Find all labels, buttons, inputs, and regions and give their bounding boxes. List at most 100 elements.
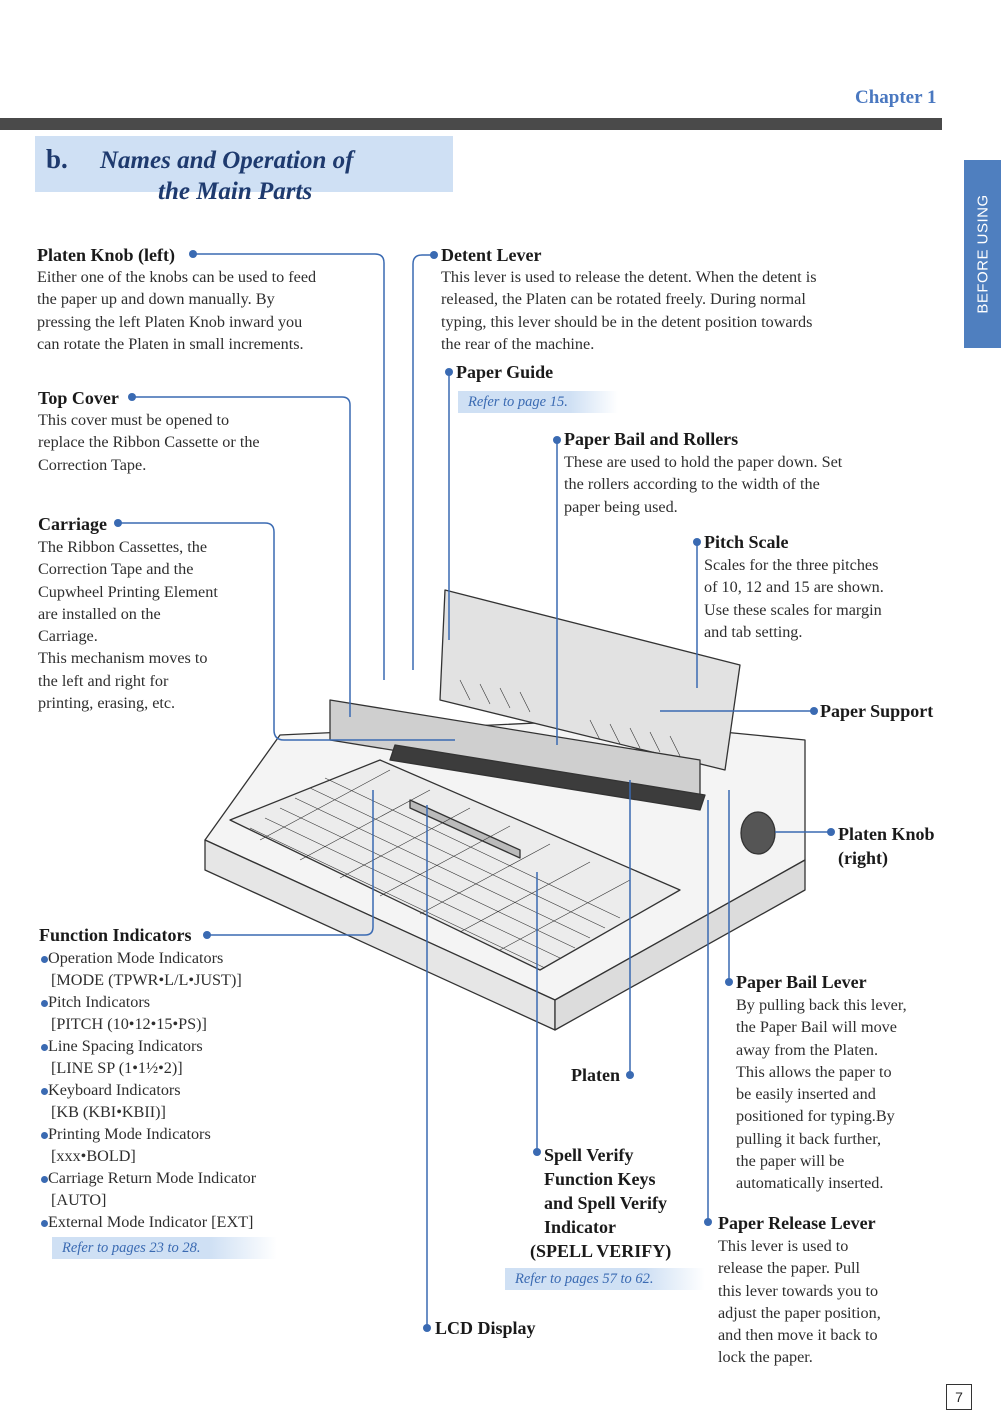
text-line: This cover must be opened to: [38, 411, 230, 429]
list-item: [xxx•BOLD]: [51, 1147, 136, 1165]
platen-knob-left-text: Either one of the knobs can be used to f…: [37, 266, 377, 355]
bullet-icon: [41, 1087, 48, 1095]
text-line: Cupwheel Printing Element: [38, 582, 218, 601]
text-line: Correction Tape.: [38, 455, 147, 474]
top-cover-text: This cover must be opened to replace the…: [38, 409, 338, 476]
list-item: [AUTO]: [51, 1191, 107, 1209]
text-line: be easily inserted and: [736, 1085, 876, 1104]
function-indicators-list: Operation Mode Indicators [MODE (TPWR•L/…: [41, 947, 256, 1233]
list-item: Keyboard Indicators: [41, 1079, 256, 1101]
paper-guide-ref: Refer to page 15.: [458, 391, 618, 413]
platen-title: Platen: [571, 1065, 620, 1085]
top-cover-title: Top Cover: [38, 388, 119, 408]
function-indicators-ref: Refer to pages 23 to 28.: [52, 1237, 277, 1259]
text-line: released, the Platen can be rotated free…: [441, 290, 806, 309]
text-line: Spell Verify: [544, 1145, 634, 1165]
text-line: Correction Tape and the: [38, 560, 194, 579]
list-item: Pitch Indicators: [41, 991, 256, 1013]
bullet-icon: [41, 1131, 48, 1139]
text-line: the paper will be: [736, 1152, 845, 1171]
paper-bail-lever-title: Paper Bail Lever: [736, 972, 867, 992]
text-line: and tab setting.: [704, 622, 803, 641]
function-indicators-title: Function Indicators: [39, 925, 192, 945]
text-line: This allows the paper to: [736, 1062, 892, 1081]
text-line: pulling it back further,: [736, 1129, 881, 1148]
detent-lever-title: Detent Lever: [441, 245, 542, 265]
text-line: Either one of the knobs can be used to f…: [37, 268, 317, 286]
carriage-text: The Ribbon Cassettes, the Correction Tap…: [38, 536, 268, 714]
text-line: printing, erasing, etc.: [38, 694, 176, 713]
pitch-scale-title: Pitch Scale: [704, 532, 789, 552]
platen-knob-icon: [740, 811, 776, 855]
section-heading-box: [35, 136, 453, 192]
list-item: [PITCH (10•12•15•PS)]: [51, 1015, 207, 1033]
text-line: of 10, 12 and 15 are shown.: [704, 578, 884, 597]
platen-knob-right-subtitle: (right): [838, 848, 888, 868]
text-line: typing, this lever should be in the dete…: [441, 312, 813, 331]
carriage-title: Carriage: [38, 514, 107, 534]
paper-guide-title: Paper Guide: [456, 362, 554, 382]
bullet-icon: [41, 1175, 48, 1183]
section-title-line2: the Main Parts: [158, 178, 313, 205]
list-item: Operation Mode Indicators: [41, 947, 256, 969]
text-line: This lever is used to release the detent…: [441, 268, 817, 286]
leader-carriage: [118, 522, 455, 741]
chapter-label: Chapter 1: [855, 87, 937, 108]
paper-bail-title: Paper Bail and Rollers: [564, 429, 739, 449]
keyboard-icon: [229, 759, 681, 971]
leader-function-indicators: [205, 790, 374, 936]
leader-platen-knob-left: [193, 253, 385, 680]
top-cover-icon: [439, 589, 741, 771]
text-line: These are used to hold the paper down. S…: [564, 453, 843, 471]
leader-detent-lever: [412, 254, 432, 670]
header-rule: [0, 118, 942, 130]
platen-icon: [389, 744, 706, 811]
text-line: this lever towards you to: [718, 1281, 879, 1300]
text-line: This lever is used to: [718, 1237, 849, 1255]
text-line: The Ribbon Cassettes, the: [38, 538, 208, 556]
paper-support-title: Paper Support: [820, 701, 934, 721]
spell-verify-ref: Refer to pages 57 to 62.: [505, 1268, 705, 1290]
spell-verify-title: Spell Verify Function Keys and Spell Ver…: [530, 1143, 671, 1263]
list-item: [MODE (TPWR•L/L•JUST)]: [51, 971, 242, 989]
side-tab: BEFORE USING: [964, 160, 1001, 348]
text-line: and Spell Verify: [544, 1193, 668, 1213]
text-line: Function Keys: [544, 1169, 656, 1189]
text-line: This mechanism moves to: [38, 649, 208, 668]
text-line: the rollers according to the width of th…: [564, 475, 820, 494]
text-line: Indicator: [544, 1217, 616, 1237]
text-line: positioned for typing.By: [736, 1107, 895, 1126]
lcd-display-title: LCD Display: [435, 1318, 536, 1338]
text-line: the paper up and down manually. By: [37, 290, 275, 309]
text-line: are installed on the: [38, 604, 161, 623]
text-line: and then move it back to: [718, 1326, 878, 1345]
bullet-icon: [41, 1219, 48, 1227]
text-line: the rear of the machine.: [441, 334, 595, 353]
text-line: (SPELL VERIFY): [530, 1241, 672, 1261]
text-line: can rotate the Platen in small increment…: [37, 334, 304, 353]
platen-knob-left-title: Platen Knob (left): [37, 245, 175, 265]
section-letter: b.: [46, 144, 68, 174]
text-line: pressing the left Platen Knob inward you: [37, 312, 303, 331]
text-line: the left and right for: [38, 671, 169, 690]
text-line: away from the Platen.: [736, 1040, 879, 1059]
paper-release-lever-title: Paper Release Lever: [718, 1213, 876, 1233]
paper-release-lever-text: This lever is used to release the paper.…: [718, 1235, 938, 1369]
pitch-scale-text: Scales for the three pitches of 10, 12 a…: [704, 554, 944, 643]
bullet-icon: [41, 999, 48, 1007]
list-item: [KB (KBI•KBII)]: [51, 1103, 166, 1121]
text-line: replace the Ribbon Cassette or the: [38, 433, 260, 452]
page-number: 7: [946, 1384, 972, 1410]
text-line: release the paper. Pull: [718, 1259, 861, 1278]
paper-bail-text: These are used to hold the paper down. S…: [564, 451, 914, 518]
platen-knob-right-title: Platen Knob: [838, 824, 935, 844]
text-line: Carriage.: [38, 627, 98, 646]
bullet-icon: [41, 1043, 48, 1051]
list-item: Carriage Return Mode Indicator: [41, 1167, 256, 1189]
list-item: External Mode Indicator [EXT]: [41, 1211, 256, 1233]
text-line: the Paper Bail will move: [736, 1018, 897, 1037]
text-line: Scales for the three pitches: [704, 556, 879, 574]
list-item: [LINE SP (1•1½•2)]: [51, 1059, 183, 1077]
section-title-line1: Names and Operation of: [100, 147, 354, 174]
